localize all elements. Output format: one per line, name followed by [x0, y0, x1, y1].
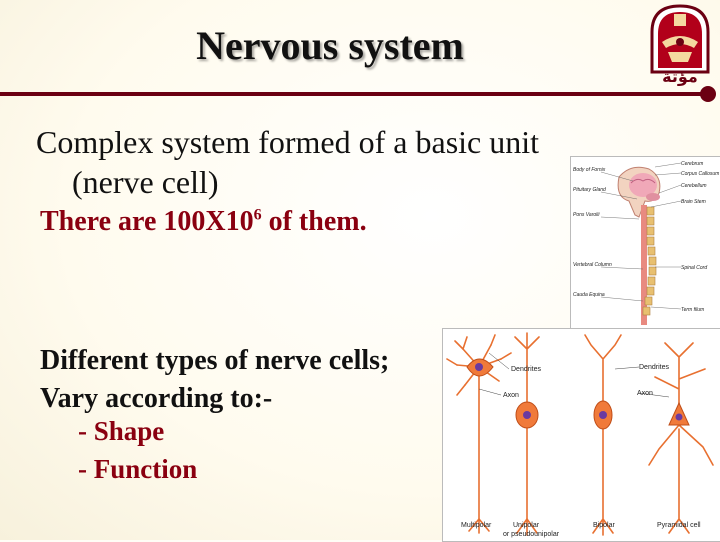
neuron-label-axon-1: Axon [503, 392, 519, 399]
types-item-shape: - Shape [78, 416, 165, 446]
types-line1: Different types of nerve cells; [40, 345, 390, 376]
neuron-label-axon-2: Axon [637, 390, 653, 397]
count-exponent: 6 [253, 206, 262, 224]
neuron-label-dendrites-1: Dendrites [511, 366, 541, 373]
spine-label-pons: Pons Varolii [573, 212, 600, 218]
caption-unipolar: Unipolar [513, 522, 540, 529]
types-item-function: - Function [78, 454, 198, 484]
count-prefix: There are 100X10 [40, 206, 254, 237]
caption-pyramidal: Pyramidal cell [657, 522, 701, 529]
caption-multipolar: Multipolar [461, 522, 492, 529]
spine-label-spinalcord: Spinal Cord [681, 265, 707, 271]
spine-label-corpus: Corpus Callosum [681, 171, 719, 177]
types-heading: Different types of nerve cells; Vary acc… [40, 342, 389, 418]
spine-label-cerebellum: Cerebellum [681, 183, 707, 189]
spine-label-fornix: Body of Fornix [573, 167, 606, 173]
caption-bipolar: Bipolar [593, 522, 615, 529]
spine-label-pituitary: Pituitary Gland [573, 187, 606, 193]
university-logo: مؤتة [650, 4, 710, 86]
neuron-count-line: There are 100X106 of them. [40, 206, 367, 238]
nervous-system-figure: Body of Fornix Pituitary Gland Pons Varo… [570, 156, 720, 338]
spine-label-cauda: Cauda Equina [573, 292, 605, 298]
main-bullet: Complex system formed of a basic unit (n… [36, 122, 646, 202]
types-line2: Vary according to:- [40, 383, 273, 414]
logo-text: مؤتة [662, 67, 698, 86]
spine-label-cerebrum: Cerebrum [681, 161, 703, 167]
spine-label-filum: Term filum [681, 307, 704, 313]
main-bullet-line2: (nerve cell) [72, 164, 219, 200]
count-suffix: of them. [261, 206, 367, 237]
neuron-types-figure: Dendrites Axon Dendrites Axon Multipolar… [442, 328, 720, 542]
spine-label-vertebral: Vertebral Column [573, 262, 612, 268]
spine-label-brainstem: Brain Stem [681, 199, 706, 205]
vertebral-column [641, 205, 657, 325]
main-bullet-line1: Complex system formed of a basic unit [36, 124, 540, 160]
caption-pseudounipolar: or pseudounipolar [503, 531, 560, 538]
neuron-label-dendrites-2: Dendrites [639, 364, 669, 371]
title-divider [0, 92, 708, 96]
divider-endcap [700, 86, 716, 102]
slide-title: Nervous system [196, 23, 464, 68]
